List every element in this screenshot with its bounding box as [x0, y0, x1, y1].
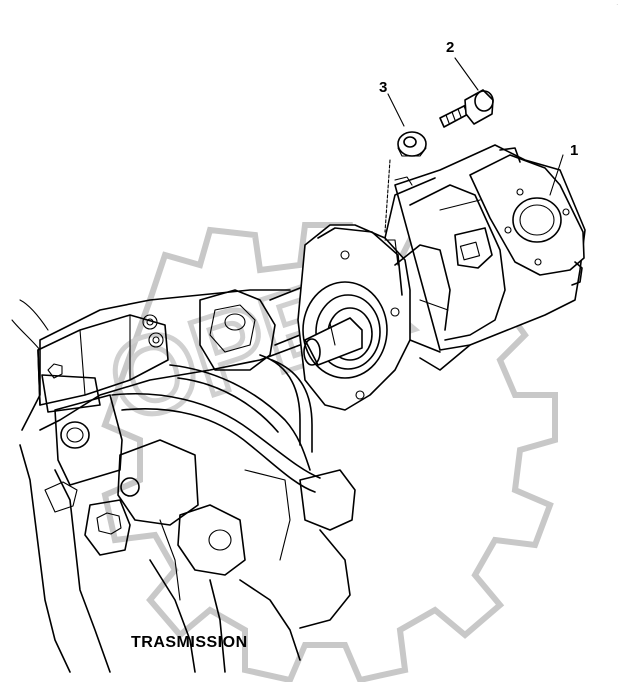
- callout-3: 3: [379, 79, 387, 96]
- corner-mark: ·: [616, 2, 618, 8]
- transmission-housing: [11, 287, 356, 673]
- callout-1: 1: [570, 142, 578, 159]
- bolt: [439, 89, 494, 128]
- diagram-caption: TRASMISSION: [131, 634, 248, 651]
- callout-2: 2: [446, 39, 454, 56]
- washer: [397, 131, 427, 157]
- hydraulic-pump: [297, 144, 586, 411]
- callout-leaders: [384, 57, 564, 233]
